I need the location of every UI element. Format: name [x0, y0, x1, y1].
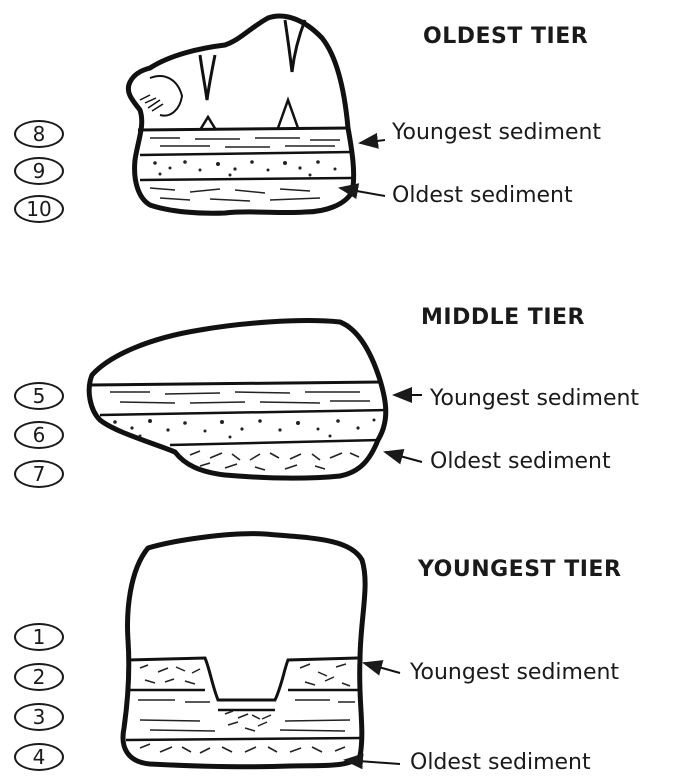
- youngest-tier-cave-outline: [123, 534, 365, 767]
- youngest-tier-young-arrow: [364, 663, 400, 673]
- oldest-tier-young-arrow: [360, 140, 385, 143]
- tier-number-8: 8: [14, 120, 64, 148]
- tier-number-3: 3: [14, 703, 64, 731]
- tier-number-5: 5: [14, 382, 64, 410]
- middle-tier-cave-outline: [89, 321, 386, 479]
- middle-tier-oldest-sediment-label: Oldest sediment: [430, 449, 611, 474]
- tier-number-9: 9: [14, 157, 64, 185]
- tier-number-2: 2: [14, 663, 64, 691]
- tier-number-10: 10: [14, 195, 64, 223]
- tier-number-6: 6: [14, 421, 64, 449]
- middle-tier-title: MIDDLE TIER: [421, 305, 585, 330]
- youngest-tier-oldest-sediment-label: Oldest sediment: [410, 750, 591, 775]
- youngest-tier-cave: [123, 534, 365, 767]
- oldest-tier-cave: [128, 16, 353, 213]
- oldest-tier-title: OLDEST TIER: [423, 24, 588, 49]
- middle-tier-youngest-sediment-label: Youngest sediment: [430, 386, 639, 411]
- youngest-tier-youngest-sediment-label: Youngest sediment: [410, 660, 619, 685]
- tier-number-1: 1: [14, 623, 64, 651]
- tier-number-7: 7: [14, 460, 64, 488]
- youngest-tier-title: YOUNGEST TIER: [418, 557, 621, 582]
- oldest-tier-oldest-sediment-label: Oldest sediment: [392, 183, 573, 208]
- tier-number-4: 4: [14, 743, 64, 771]
- middle-tier-cave: [89, 321, 388, 479]
- middle-tier-old-arrow: [385, 452, 422, 462]
- oldest-tier-youngest-sediment-label: Youngest sediment: [392, 120, 601, 145]
